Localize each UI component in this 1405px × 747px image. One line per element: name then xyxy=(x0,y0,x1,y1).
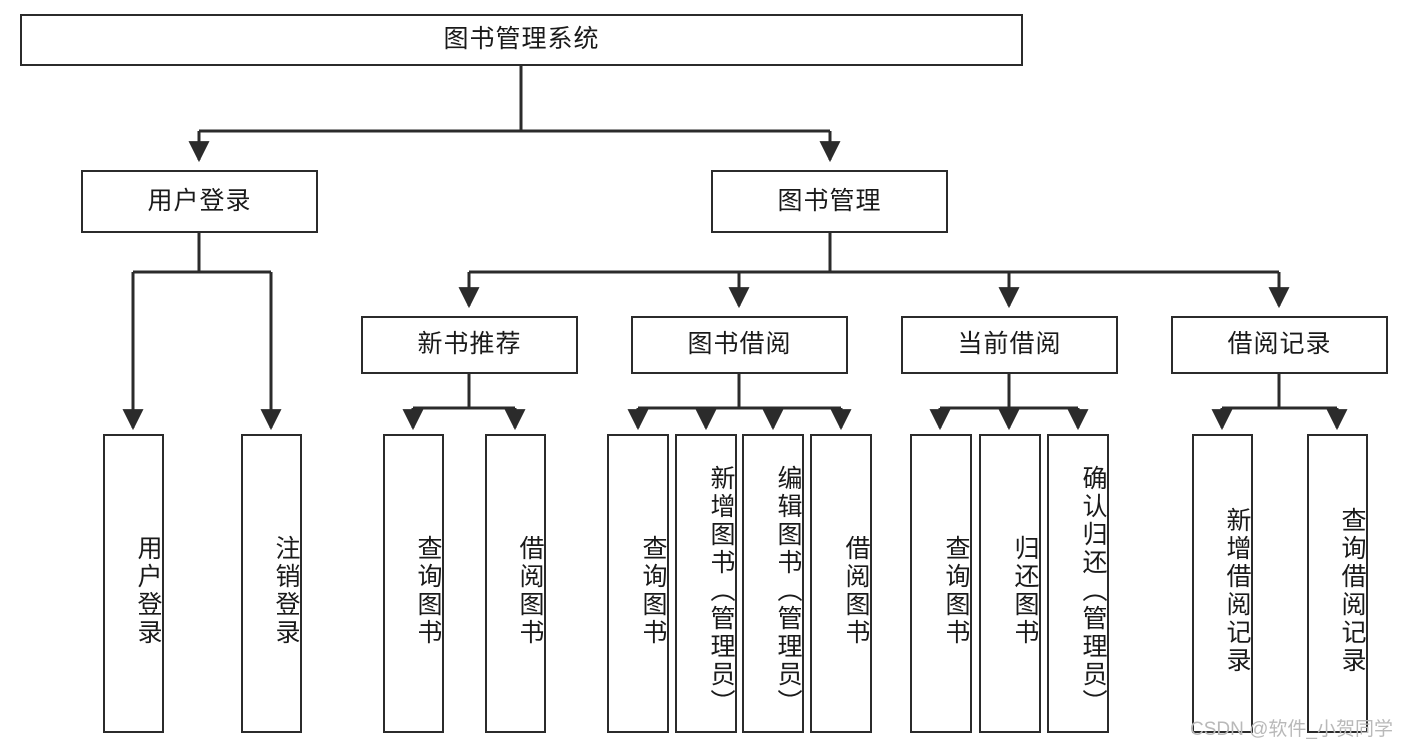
leaf-borrow-query-book[interactable]: 查询图书 xyxy=(607,434,669,733)
leaf-current-return-book[interactable]: 归还图书 xyxy=(979,434,1041,733)
node-label: 新增借阅记录 xyxy=(1223,506,1251,675)
node-label: 图书借阅 xyxy=(687,330,792,359)
node-label: 注销登录 xyxy=(272,534,300,647)
node-label: 查询图书 xyxy=(414,534,442,647)
leaf-user-login-logout[interactable]: 注销登录 xyxy=(241,434,302,733)
node-root-system[interactable]: 图书管理系统 xyxy=(20,14,1023,66)
node-current-borrow[interactable]: 当前借阅 xyxy=(901,316,1118,374)
leaf-current-query-book[interactable]: 查询图书 xyxy=(910,434,972,733)
node-book-borrow[interactable]: 图书借阅 xyxy=(631,316,848,374)
leaf-user-login-login[interactable]: 用户登录 xyxy=(103,434,164,733)
node-label: 借阅图书 xyxy=(842,534,870,647)
node-label: 确认归还（管理员） xyxy=(1079,464,1107,717)
node-book-management[interactable]: 图书管理 xyxy=(711,170,948,233)
node-label: 借阅记录 xyxy=(1227,330,1332,359)
node-label: 新增图书（管理员） xyxy=(707,464,735,717)
node-label: 新书推荐 xyxy=(417,330,522,359)
node-label: 用户登录 xyxy=(147,186,252,215)
node-borrow-record[interactable]: 借阅记录 xyxy=(1171,316,1388,374)
node-label: 查询图书 xyxy=(639,534,667,647)
leaf-record-query-borrow-record[interactable]: 查询借阅记录 xyxy=(1307,434,1368,733)
leaf-recommend-borrow-book[interactable]: 借阅图书 xyxy=(485,434,546,733)
leaf-record-add-borrow-record[interactable]: 新增借阅记录 xyxy=(1192,434,1253,733)
node-new-book-recommend[interactable]: 新书推荐 xyxy=(361,316,578,374)
leaf-recommend-query-book[interactable]: 查询图书 xyxy=(383,434,444,733)
leaf-current-confirm-return-admin[interactable]: 确认归还（管理员） xyxy=(1047,434,1109,733)
node-label: 图书管理 xyxy=(777,186,882,215)
leaf-borrow-edit-book-admin[interactable]: 编辑图书（管理员） xyxy=(742,434,804,733)
watermark-text: CSDN @软件_小贺同学 xyxy=(1190,719,1393,740)
node-user-login[interactable]: 用户登录 xyxy=(81,170,318,233)
node-label: 当前借阅 xyxy=(957,330,1062,359)
node-label: 用户登录 xyxy=(134,534,162,647)
node-label: 查询图书 xyxy=(942,534,970,647)
node-label: 查询借阅记录 xyxy=(1338,506,1366,675)
node-label: 归还图书 xyxy=(1011,534,1039,647)
leaf-borrow-add-book-admin[interactable]: 新增图书（管理员） xyxy=(675,434,737,733)
node-label: 借阅图书 xyxy=(516,534,544,647)
leaf-borrow-borrow-book[interactable]: 借阅图书 xyxy=(810,434,872,733)
node-label: 图书管理系统 xyxy=(443,25,600,54)
node-label: 编辑图书（管理员） xyxy=(774,464,802,717)
